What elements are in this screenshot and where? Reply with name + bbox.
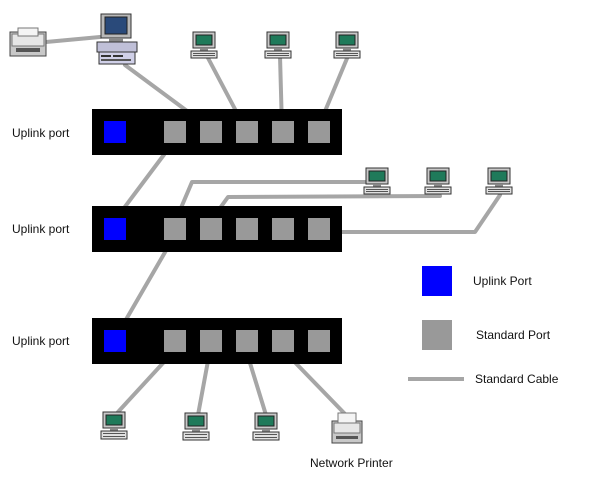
standard-port bbox=[236, 218, 258, 240]
standard-port bbox=[200, 121, 222, 143]
standard-port bbox=[272, 218, 294, 240]
legend-cable-label: Standard Cable bbox=[475, 372, 559, 386]
legend-standard-port-label: Standard Port bbox=[476, 328, 551, 342]
legend-standard-port-swatch bbox=[422, 320, 452, 350]
standard-port bbox=[236, 121, 258, 143]
workstation-icon bbox=[333, 31, 361, 59]
uplink-port-label-3: Uplink port bbox=[12, 334, 70, 348]
standard-port bbox=[272, 330, 294, 352]
standard-port bbox=[164, 330, 186, 352]
cable-s2p4-ws-c bbox=[318, 193, 502, 234]
legend-uplink-label: Uplink Port bbox=[473, 274, 532, 288]
switch-1 bbox=[92, 109, 342, 155]
standard-port bbox=[164, 121, 186, 143]
workstation-icon bbox=[363, 167, 391, 195]
uplink-port bbox=[104, 121, 126, 143]
workstation-icon bbox=[100, 411, 128, 440]
standard-port bbox=[236, 330, 258, 352]
workstation-icon bbox=[485, 167, 513, 195]
standard-port bbox=[308, 330, 330, 352]
standard-port bbox=[308, 121, 330, 143]
uplink-port-label-2: Uplink port bbox=[12, 222, 70, 236]
printer-icon bbox=[331, 412, 363, 444]
printer-icon bbox=[9, 27, 47, 57]
workstation-icon bbox=[264, 31, 292, 59]
network-printer-label: Network Printer bbox=[310, 456, 393, 470]
legend-uplink-swatch bbox=[422, 266, 452, 296]
workstation-icon bbox=[182, 412, 210, 441]
workstation-icon bbox=[424, 167, 452, 195]
standard-port bbox=[308, 218, 330, 240]
legend-cable-line bbox=[408, 377, 464, 381]
uplink-port bbox=[104, 218, 126, 240]
switch-3 bbox=[92, 318, 342, 364]
uplink-port-label-1: Uplink port bbox=[12, 126, 70, 140]
workstation-icon bbox=[190, 31, 218, 59]
workstation-icon bbox=[252, 412, 280, 441]
standard-port bbox=[272, 121, 294, 143]
standard-port bbox=[164, 218, 186, 240]
uplink-port bbox=[104, 330, 126, 352]
standard-port bbox=[200, 330, 222, 352]
cable-printer-server bbox=[44, 35, 102, 44]
standard-port bbox=[200, 218, 222, 240]
switch-2 bbox=[92, 206, 342, 252]
server-computer-icon bbox=[96, 13, 138, 65]
